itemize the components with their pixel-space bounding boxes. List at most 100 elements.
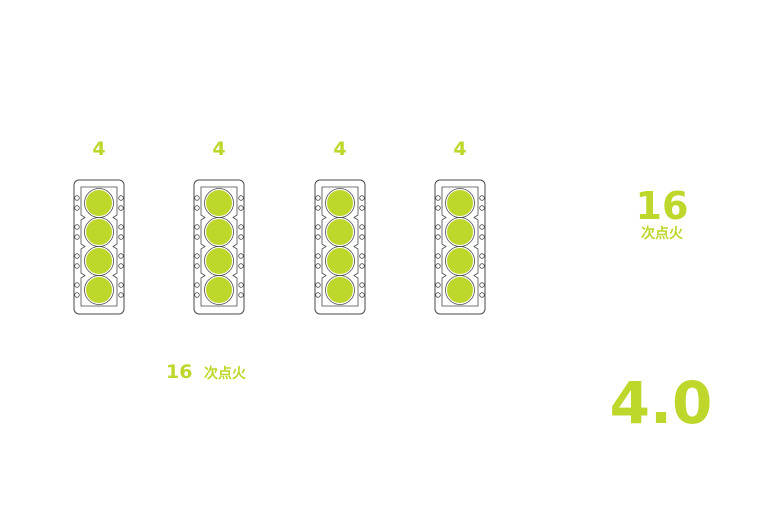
- bolt-hole: [479, 282, 485, 288]
- cylinder: [86, 190, 112, 216]
- bolt-hole: [359, 205, 365, 211]
- bolt-hole: [479, 195, 485, 201]
- cylinder: [447, 277, 473, 303]
- total-ignitions-unit: 次点火: [204, 366, 247, 382]
- engine-block-3-graphic: [314, 179, 366, 315]
- bolt-hole: [315, 195, 321, 201]
- bolt-hole: [194, 292, 200, 298]
- cylinder-count-label-4: 4: [453, 138, 467, 160]
- bolt-hole: [315, 234, 321, 240]
- head-gasket-outline: [321, 186, 359, 307]
- bolt-hole: [359, 253, 365, 259]
- bolt-hole: [194, 253, 200, 259]
- cylinder-ring: [325, 275, 355, 305]
- bolt-hole: [74, 205, 80, 211]
- side-ignitions-unit: 次点火: [641, 226, 683, 242]
- bolt-hole: [315, 205, 321, 211]
- total-ignitions-number: 16: [166, 361, 193, 383]
- bolt-hole: [359, 224, 365, 230]
- bolt-hole: [435, 234, 441, 240]
- cylinder: [206, 219, 232, 245]
- big-value: 4.0: [609, 369, 713, 437]
- bolt-hole: [118, 292, 124, 298]
- bolt-hole: [435, 292, 441, 298]
- bolt-hole: [74, 253, 80, 259]
- cylinder-ring: [84, 275, 114, 305]
- bolt-hole: [74, 292, 80, 298]
- bolt-hole: [315, 224, 321, 230]
- engine-block-outline: [314, 179, 366, 315]
- bolt-hole: [435, 195, 441, 201]
- bolt-hole: [359, 234, 365, 240]
- cylinder: [327, 277, 353, 303]
- bolt-hole: [194, 205, 200, 211]
- bolt-hole: [435, 263, 441, 269]
- bolt-hole: [435, 282, 441, 288]
- engine-block-1: [72, 178, 126, 318]
- cylinder-count-label-2: 4: [212, 138, 226, 160]
- bolt-hole: [479, 292, 485, 298]
- bolt-hole: [479, 234, 485, 240]
- engine-block-3: [313, 178, 367, 318]
- side-ignitions-number: 16: [635, 184, 689, 228]
- head-gasket-outline: [80, 186, 118, 307]
- bolt-hole: [238, 282, 244, 288]
- cylinder: [327, 219, 353, 245]
- bolt-hole: [74, 195, 80, 201]
- cylinder: [447, 190, 473, 216]
- bolt-hole: [118, 253, 124, 259]
- bolt-hole: [74, 282, 80, 288]
- engine-block-2-graphic: [193, 179, 245, 315]
- bolt-hole: [194, 224, 200, 230]
- bolt-hole: [435, 224, 441, 230]
- head-gasket-outline: [441, 186, 479, 307]
- side-ignitions-count: 16 次点火: [612, 0, 712, 242]
- bolt-hole: [118, 224, 124, 230]
- engine-block-outline: [73, 179, 125, 315]
- bolt-hole: [359, 282, 365, 288]
- engine-block-outline: [193, 179, 245, 315]
- bolt-hole: [118, 205, 124, 211]
- cylinder: [206, 277, 232, 303]
- cylinder: [447, 248, 473, 274]
- bolt-hole: [479, 224, 485, 230]
- bolt-hole: [118, 234, 124, 240]
- engine-block-2: [192, 178, 246, 318]
- cylinder-ring: [445, 275, 475, 305]
- bolt-hole: [435, 253, 441, 259]
- bolt-hole: [359, 292, 365, 298]
- cylinder-count-label-1: 4: [92, 138, 106, 160]
- bolt-hole: [118, 195, 124, 201]
- cylinder: [86, 277, 112, 303]
- bolt-hole: [238, 205, 244, 211]
- cylinder: [327, 190, 353, 216]
- bolt-hole: [238, 292, 244, 298]
- bolt-hole: [315, 263, 321, 269]
- bolt-hole: [194, 195, 200, 201]
- bolt-hole: [74, 224, 80, 230]
- cylinder: [447, 219, 473, 245]
- bolt-hole: [74, 234, 80, 240]
- cylinder-count-label-3: 4: [333, 138, 347, 160]
- bolt-hole: [238, 263, 244, 269]
- bolt-hole: [479, 253, 485, 259]
- bolt-hole: [194, 282, 200, 288]
- bolt-hole: [194, 234, 200, 240]
- bolt-hole: [118, 263, 124, 269]
- bolt-hole: [315, 292, 321, 298]
- bolt-hole: [479, 263, 485, 269]
- bolt-hole: [479, 205, 485, 211]
- bolt-hole: [315, 253, 321, 259]
- cylinder: [206, 190, 232, 216]
- engine-block-4-graphic: [434, 179, 486, 315]
- engine-block-4: [433, 178, 487, 318]
- bolt-hole: [359, 263, 365, 269]
- head-gasket-outline: [200, 186, 238, 307]
- cylinder: [206, 248, 232, 274]
- bolt-hole: [315, 282, 321, 288]
- engine-block-outline: [434, 179, 486, 315]
- engine-block-1-graphic: [73, 179, 125, 315]
- total-ignitions-caption: 16 次点火: [166, 361, 246, 383]
- bolt-hole: [238, 234, 244, 240]
- bolt-hole: [435, 205, 441, 211]
